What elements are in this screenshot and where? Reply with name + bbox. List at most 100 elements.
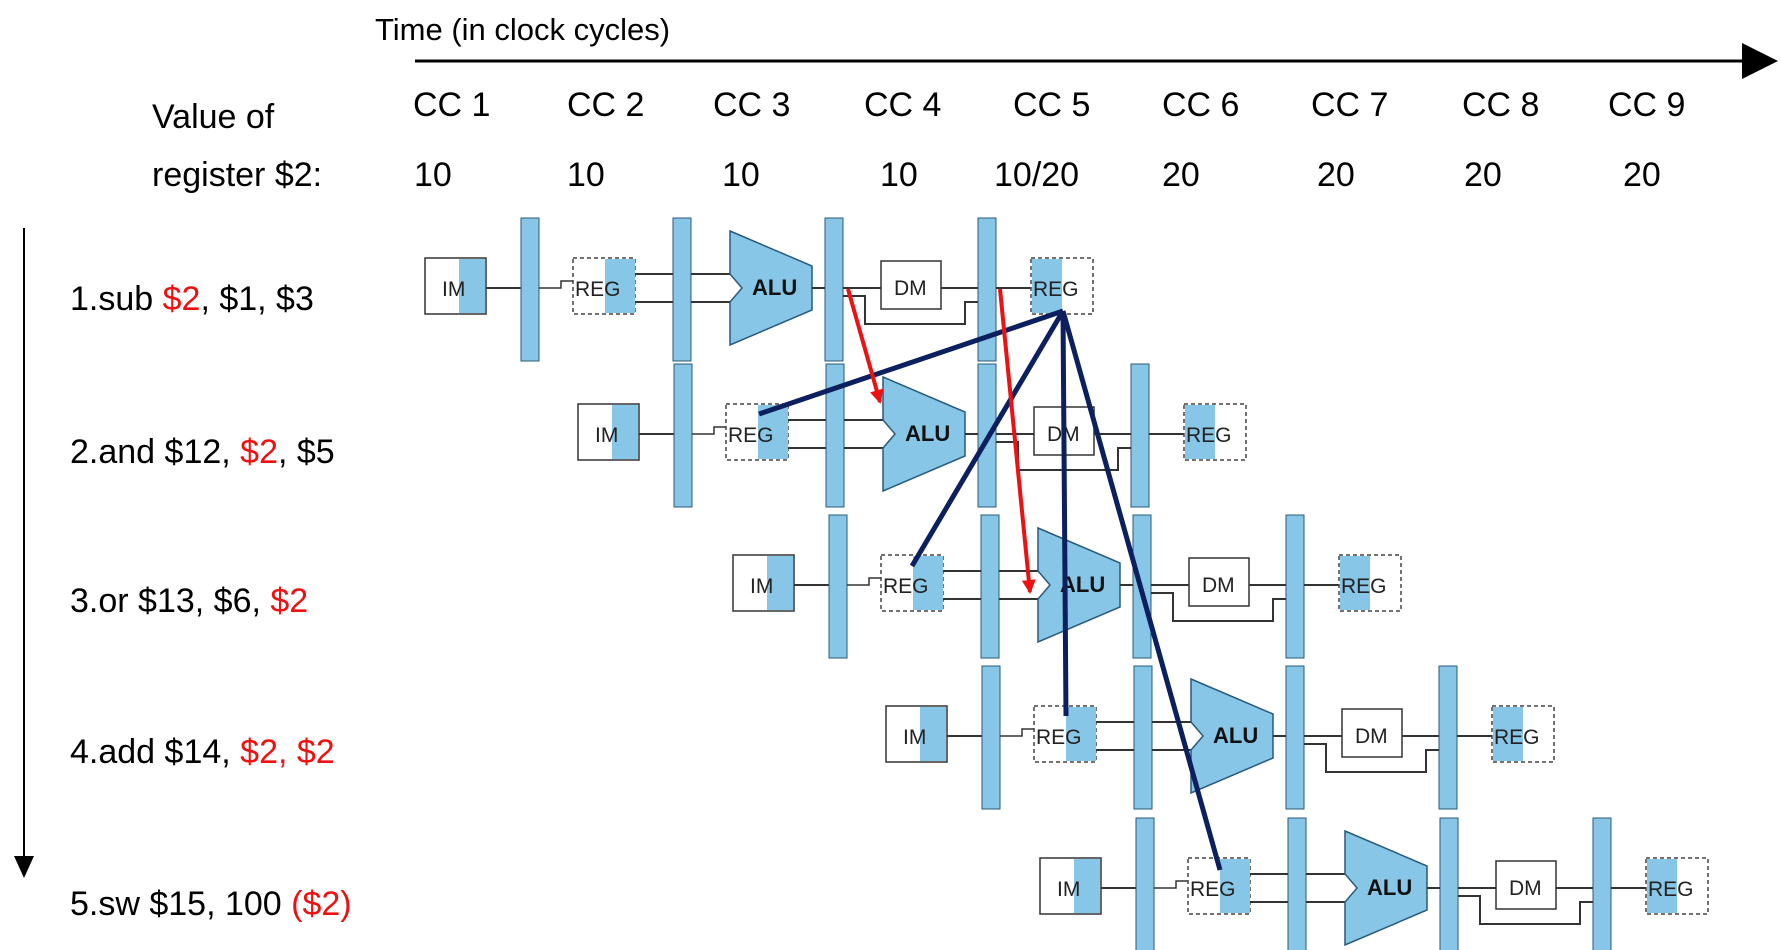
wire [692,426,726,435]
alu-shape [729,229,813,347]
cycle-label: CC 7 [1311,86,1388,124]
dm-label: DM [894,277,927,300]
wire [847,577,881,586]
reg-read-label: REG [728,424,774,447]
instruction-label: 3.or $13, $6, $2 [70,582,308,620]
register-value: 10 [880,156,918,194]
cycle-label: CC 2 [567,86,644,124]
wire [1000,728,1034,737]
im-box-shade [920,707,946,761]
instruction-text-part: ($2) [291,885,351,923]
instruction-text-part: 5.sw $15, 100 [70,885,291,923]
instruction-label: 5.sw $15, 100 ($2) [70,885,352,923]
forwarding-arrow [998,288,1036,594]
alu-label: ALU [1367,875,1412,900]
im-label: IM [1057,878,1080,901]
im-label: IM [903,726,926,749]
reg-write-label: REG [1033,278,1079,301]
instruction-label: 2.and $12, $2, $5 [70,433,335,471]
pipeline-register [1285,665,1305,810]
im-box-shade [1074,859,1100,913]
instruction-text-part: , $5 [278,433,335,471]
reg-read-label: REG [1190,878,1236,901]
reg-write-shade [1032,259,1062,313]
pipeline-register [1592,817,1612,950]
instruction-labels: 1.sub $2, $1, $32.and $12, $2, $53.or $1… [70,280,352,923]
instruction-text-part: $2 [270,582,308,620]
alu-shape [1037,526,1121,644]
pipeline-register [980,514,1000,659]
pipeline-register [1285,514,1305,659]
dependence-line [909,309,1066,568]
value-label-line2: register $2: [152,156,322,194]
alu-shape [1344,829,1428,947]
cycle-label: CC 3 [713,86,790,124]
reg-write-label: REG [1494,726,1540,749]
program-order-arrowhead [14,856,34,878]
pipeline-register [1438,665,1458,810]
alu-shape [882,375,966,493]
reg-read-label: REG [883,575,929,598]
forwarding-arrow [846,288,884,404]
bypass-wire [1458,895,1593,925]
instruction-text-part: 1.sub [70,280,163,318]
reg-write-label: REG [1648,878,1694,901]
pipeline-register [824,217,844,362]
reg-read-shade [913,556,943,610]
instruction-text-part: 3.or $13, $6, [70,582,270,620]
pipeline-register [1439,817,1459,950]
reg-write-label: REG [1341,575,1387,598]
value-label-line1: Value of [152,98,275,136]
cycle-labels: CC 1 CC 2 CC 3 CC 4 CC 5 CC 6 CC 7 CC 8 … [413,86,1685,124]
reg-read-shade [1220,859,1250,913]
register-value: 10 [414,156,452,194]
im-label: IM [750,575,773,598]
bypass-wire [1304,743,1439,773]
dm-box [1188,557,1250,607]
bypass-wire [1151,592,1286,622]
dm-label: DM [1509,877,1542,900]
im-box-shade [767,556,793,610]
instruction-label: 4.add $14, $2, $2 [70,733,335,771]
pipeline-register [1287,817,1307,950]
instruction-text-part: $2 [240,433,278,471]
dm-label: DM [1202,574,1235,597]
dm-box [880,260,942,310]
reg-write-label: REG [1186,424,1232,447]
instruction-text-part: $2 [163,280,201,318]
pipeline-register [825,363,845,508]
bypass-wire [843,295,978,325]
instruction-label: 1.sub $2, $1, $3 [70,280,314,318]
instruction-text-part: 2.and $12, [70,433,240,471]
reg-write-shade [1185,405,1215,459]
im-label: IM [595,424,618,447]
cycle-label: CC 8 [1462,86,1539,124]
instruction-text-part: $2, $2 [240,733,335,771]
register-values: 10 10 10 10 10/20 20 20 20 20 [414,156,1661,194]
reg-read-shade [605,259,635,313]
alu-label: ALU [752,275,797,300]
pipeline-row: IM REG ALU DM REG [1039,817,1709,950]
dm-box [1495,860,1557,910]
wire [1154,880,1188,889]
register-value: 20 [1464,156,1502,194]
reg-write-shade [1340,556,1370,610]
pipeline-register [1135,817,1155,950]
cycle-label: CC 6 [1162,86,1239,124]
cycle-label: CC 9 [1608,86,1685,124]
dm-label: DM [1355,725,1388,748]
instruction-text-part: , $1, $3 [200,280,313,318]
reg-read-label: REG [575,278,621,301]
dependence-line [758,308,1064,417]
dependence-line [1060,310,1069,717]
register-value: 20 [1162,156,1200,194]
cycle-label: CC 5 [1013,86,1090,124]
pipeline-register [520,217,540,362]
instruction-text-part: 4.add $14, [70,733,240,771]
dependence-line [1060,310,1223,871]
